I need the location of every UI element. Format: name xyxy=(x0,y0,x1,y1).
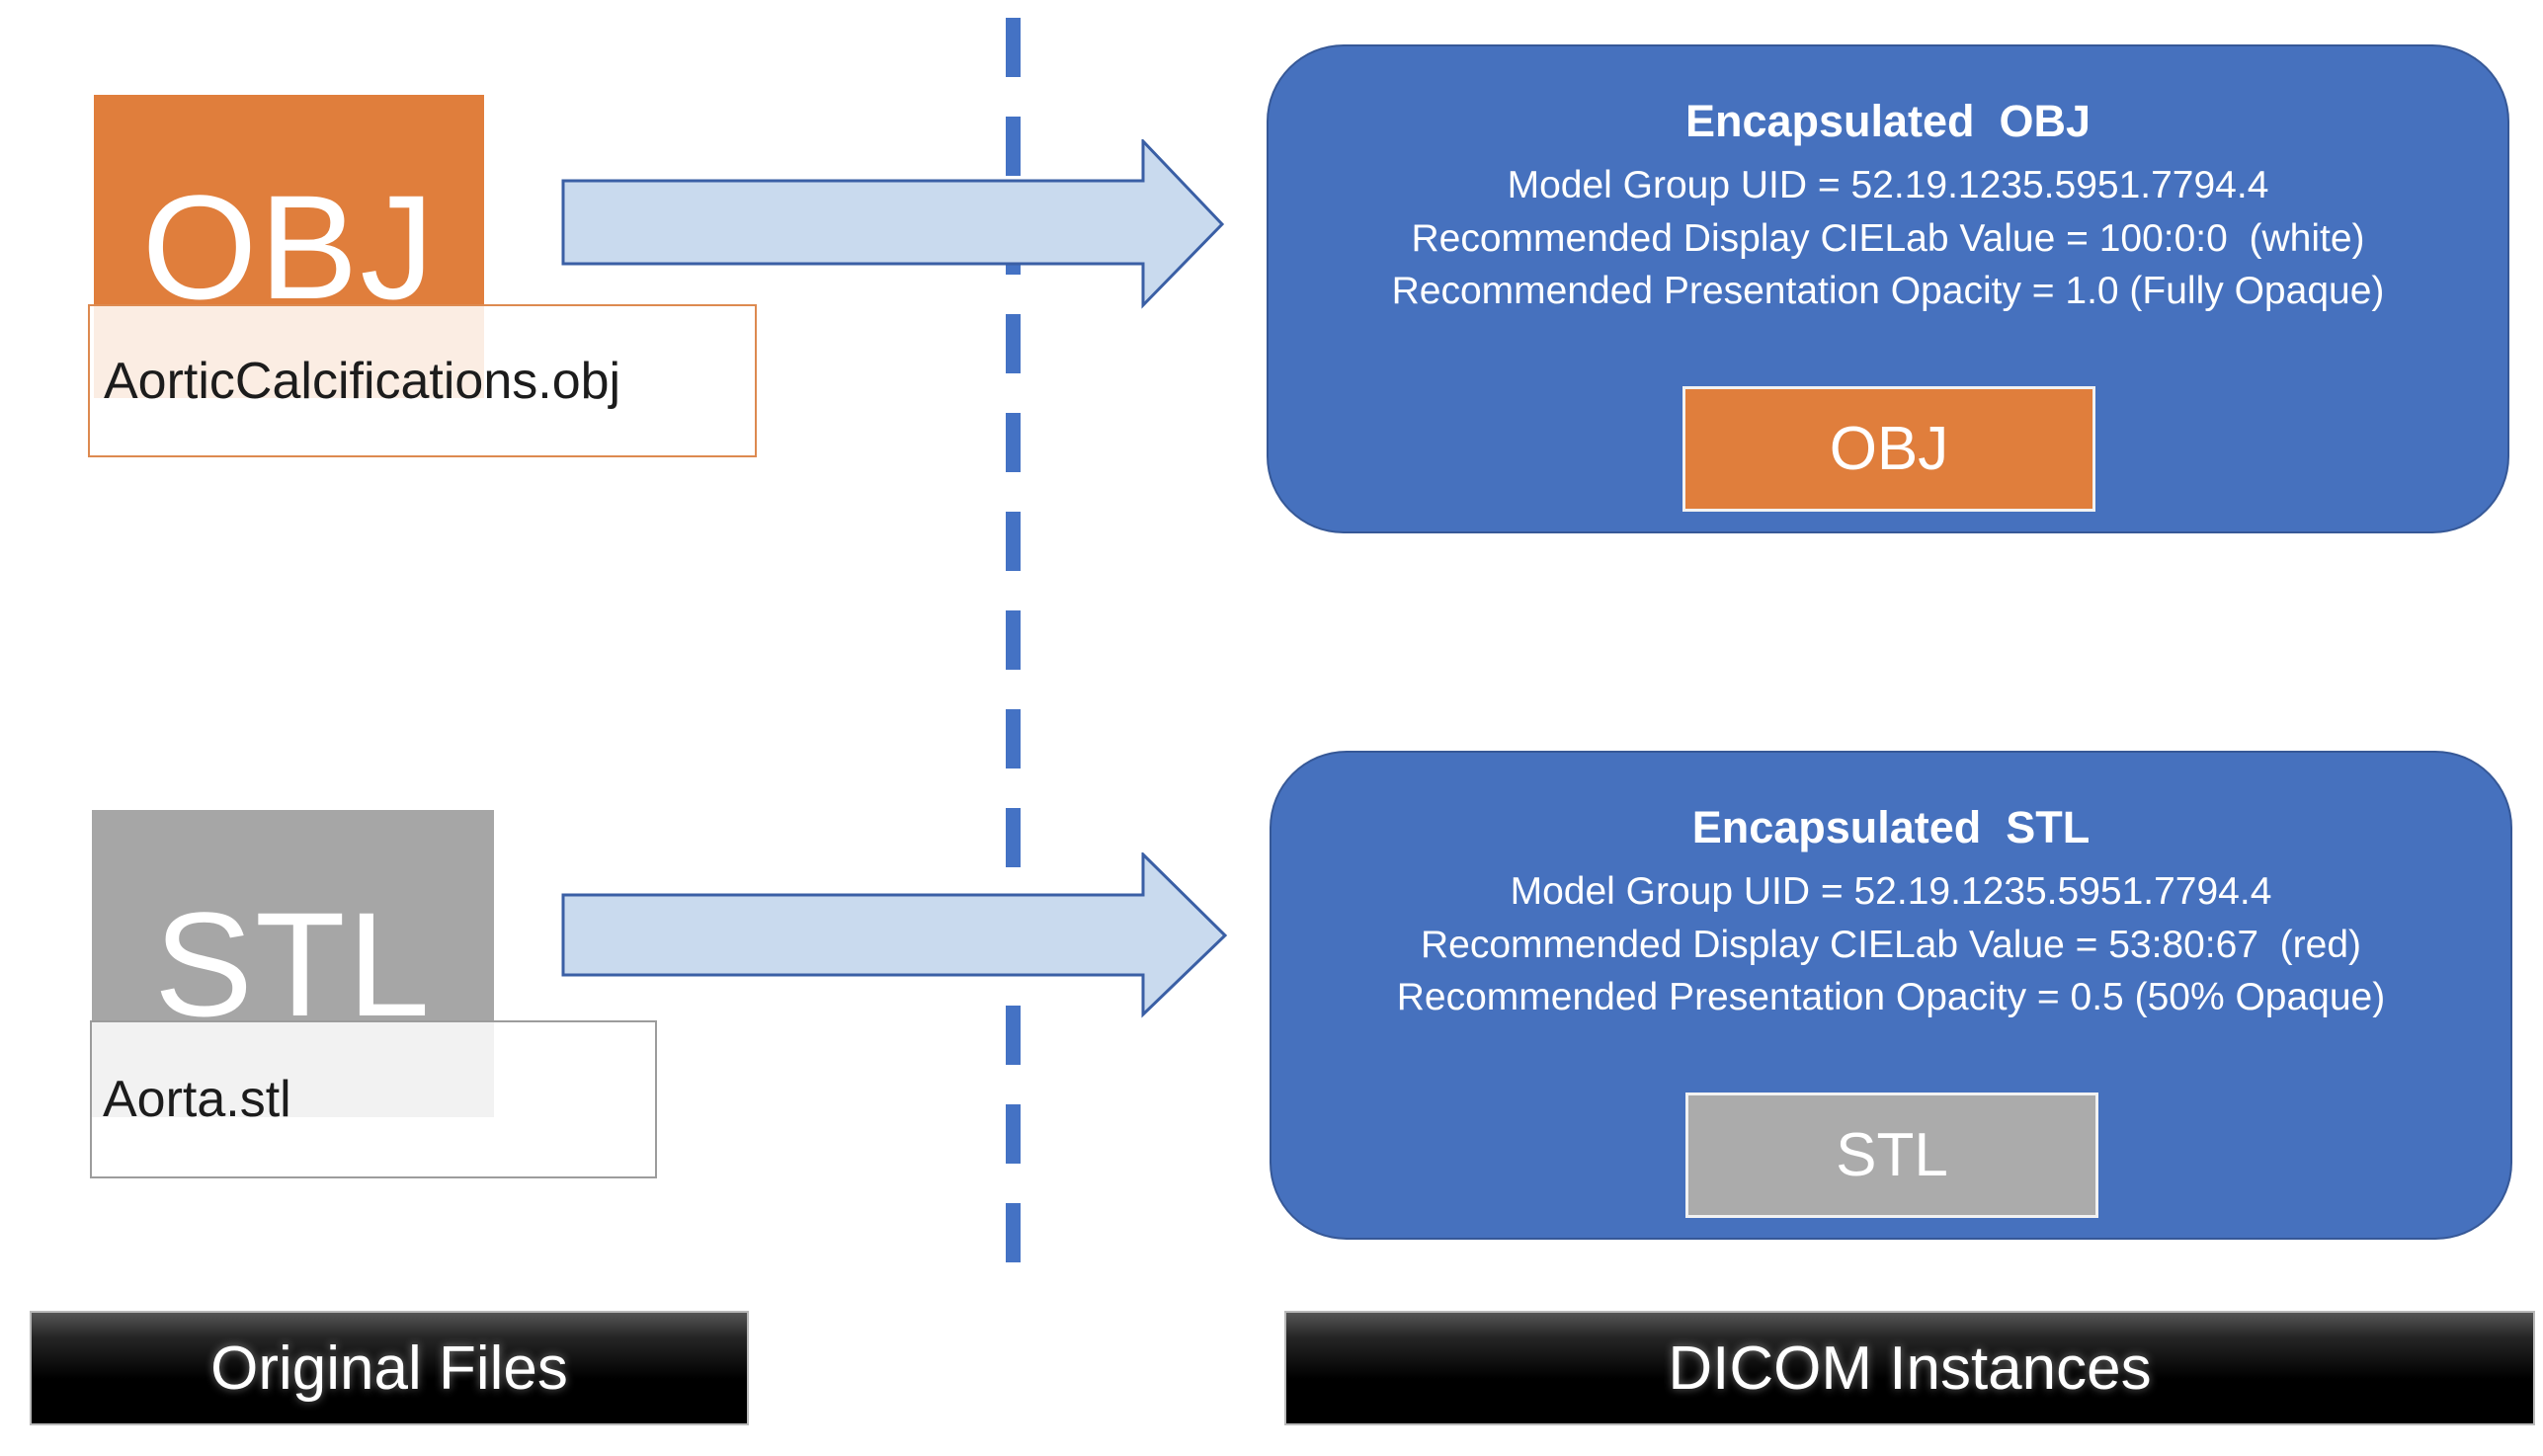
original-files-footer-text: Original Files xyxy=(210,1334,568,1403)
encapsulated-obj-badge-text: OBJ xyxy=(1829,415,1949,483)
encapsulated-obj-uid-line: Model Group UID = 52.19.1235.5951.7794.4 xyxy=(1507,164,2269,206)
dicom-instances-footer-bar: DICOM Instances xyxy=(1284,1311,2535,1425)
encapsulated-stl-badge-text: STL xyxy=(1836,1121,1948,1189)
encapsulated-obj-card: Encapsulated OBJ Model Group UID = 52.19… xyxy=(1267,44,2509,533)
dicom-instances-footer-text: DICOM Instances xyxy=(1668,1334,2152,1403)
stl-file-icon-label: STL xyxy=(153,880,433,1047)
encapsulated-obj-title: Encapsulated OBJ xyxy=(1684,96,2092,146)
encapsulated-stl-cielab-line: Recommended Display CIELab Value = 53:80… xyxy=(1420,924,2362,966)
original-files-footer-bar: Original Files xyxy=(30,1311,749,1425)
stl-filename-label: Aorta.stl xyxy=(90,1020,657,1178)
encapsulated-stl-uid-line: Model Group UID = 52.19.1235.5951.7794.4 xyxy=(1510,870,2272,913)
obj-filename-text: AorticCalcifications.obj xyxy=(104,352,621,410)
obj-file-icon-label: OBJ xyxy=(141,163,437,330)
encapsulated-obj-badge: OBJ xyxy=(1682,386,2095,512)
encapsulated-obj-cielab-line: Recommended Display CIELab Value = 100:0… xyxy=(1411,217,2365,260)
encapsulated-stl-title: Encapsulated STL xyxy=(1691,802,2091,852)
encapsulated-stl-opacity-line: Recommended Presentation Opacity = 0.5 (… xyxy=(1396,976,2386,1018)
encapsulated-stl-card: Encapsulated STL Model Group UID = 52.19… xyxy=(1270,751,2512,1240)
obj-filename-label: AorticCalcifications.obj xyxy=(88,304,757,457)
encapsulated-obj-opacity-line: Recommended Presentation Opacity = 1.0 (… xyxy=(1391,270,2385,312)
stl-filename-text: Aorta.stl xyxy=(103,1071,291,1128)
encapsulated-stl-badge: STL xyxy=(1685,1092,2098,1218)
obj-conversion-arrow-icon xyxy=(561,139,1225,309)
stl-conversion-arrow-icon xyxy=(561,852,1228,1018)
